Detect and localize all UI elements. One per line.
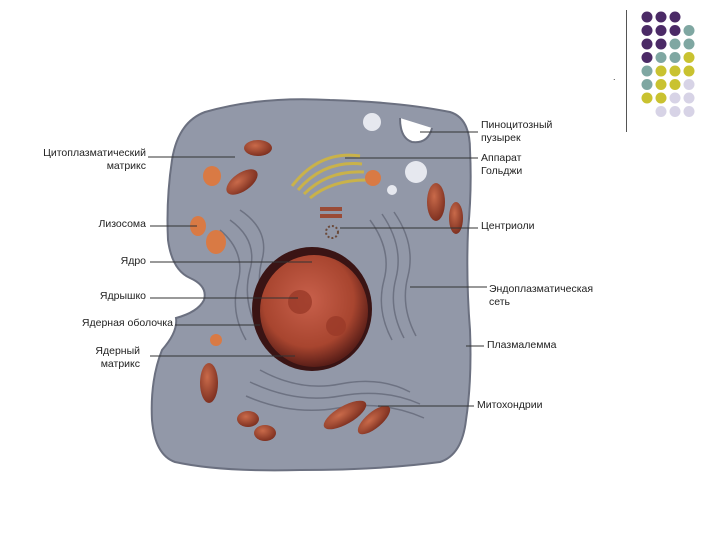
label-lysosome: Лизосома <box>40 218 146 231</box>
label-golgi-apparatus: Аппарат Гольджи <box>481 152 522 178</box>
lysosome-4 <box>365 170 381 186</box>
label-nuclear-envelope: Ядерная оболочка <box>40 317 173 330</box>
label-mitochondria: Митохондрии <box>477 399 543 412</box>
label-nucleus: Ядро <box>40 255 146 268</box>
nucleolus-2 <box>326 316 346 336</box>
mitochondrion-3 <box>427 183 445 221</box>
nucleus <box>260 255 368 367</box>
mitochondrion-7 <box>254 425 276 441</box>
label-centrioles: Центриоли <box>481 220 535 233</box>
label-nuclear-matrix: Ядерный матрикс <box>40 345 140 371</box>
lysosome-3 <box>206 230 226 254</box>
vacuole-1 <box>363 113 381 131</box>
label-plasmalemma: Плазмалемма <box>487 339 557 352</box>
nucleolus-1 <box>288 290 312 314</box>
mitochondrion-4 <box>449 202 463 234</box>
mitochondrion-5 <box>200 363 218 403</box>
lysosome-5 <box>210 334 222 346</box>
mitochondrion-1 <box>244 140 272 156</box>
label-endoplasmic-reticulum: Эндоплазматическая сеть <box>489 283 593 309</box>
label-pinocytic-vesicle: Пиноцитозный пузырек <box>481 119 552 145</box>
label-cytoplasmic-matrix: Цитоплазматический матрикс <box>22 147 146 173</box>
lysosome-1 <box>203 166 221 186</box>
mitochondrion-6 <box>237 411 259 427</box>
label-nucleolus: Ядрышко <box>40 290 146 303</box>
vacuole-3 <box>387 185 397 195</box>
vacuole-2 <box>405 161 427 183</box>
